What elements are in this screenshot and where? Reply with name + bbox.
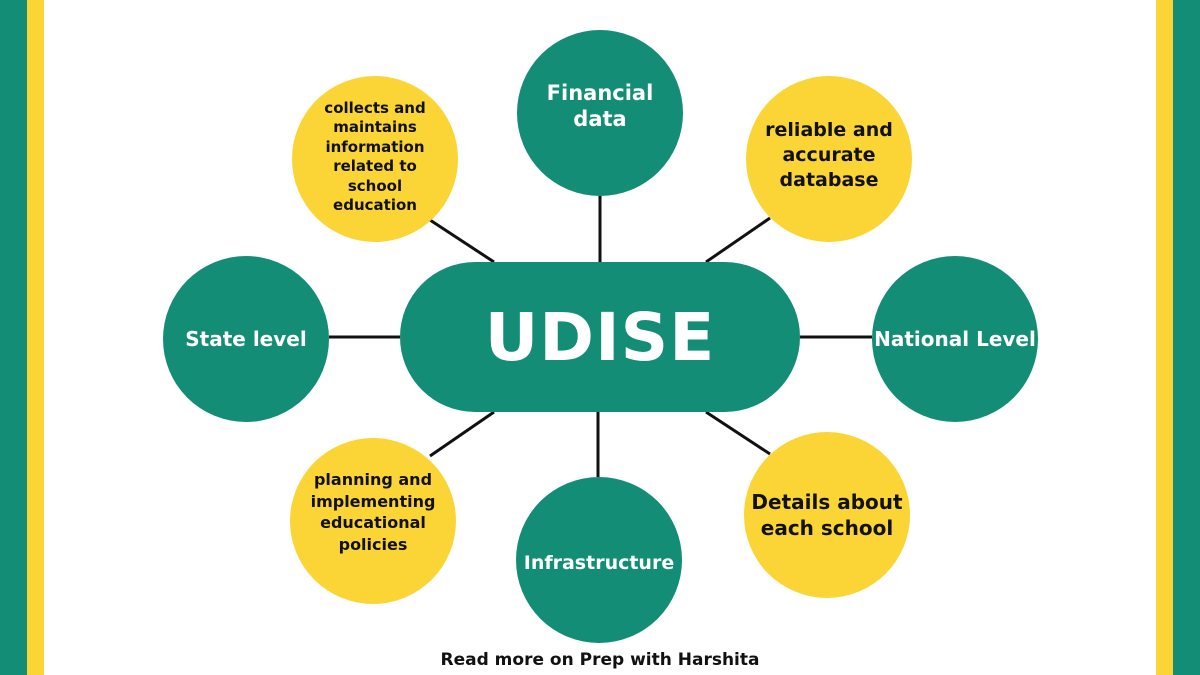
node-infrastructure: Infrastructure — [516, 477, 682, 643]
right-green-border — [1173, 0, 1200, 675]
hub-label: UDISE — [484, 298, 716, 376]
node-school-details: Details about each school — [744, 432, 910, 598]
node-collects-information-label: collects and maintains information relat… — [324, 98, 426, 215]
node-collects-information: collects and maintains information relat… — [292, 76, 458, 242]
node-infrastructure-label: Infrastructure — [523, 552, 675, 574]
connector-planning — [429, 410, 495, 458]
node-financial-data-label: Financial data — [546, 81, 654, 131]
node-national-level: National Level — [872, 256, 1038, 422]
hub-udise: UDISE — [400, 262, 800, 412]
footer-credit: Read more on Prep with Harshita — [440, 650, 760, 670]
node-reliable-database: reliable and accurate database — [746, 76, 912, 242]
node-financial-data: Financial data — [517, 30, 683, 196]
node-national-level-label: National Level — [874, 327, 1036, 351]
node-reliable-database-label: reliable and accurate database — [765, 118, 893, 191]
left-green-border — [0, 0, 27, 675]
connector-details — [705, 410, 771, 456]
node-state-level-label: State level — [185, 327, 307, 351]
node-planning-policies: planning and implementing educational po… — [290, 438, 456, 604]
left-yellow-border — [27, 0, 44, 675]
node-planning-policies-label: planning and implementing educational po… — [310, 470, 436, 554]
right-yellow-border — [1156, 0, 1173, 675]
node-state-level: State level — [163, 256, 329, 422]
connector-collects — [429, 218, 495, 264]
node-school-details-label: Details about each school — [751, 490, 903, 540]
connector-reliable — [705, 216, 771, 264]
